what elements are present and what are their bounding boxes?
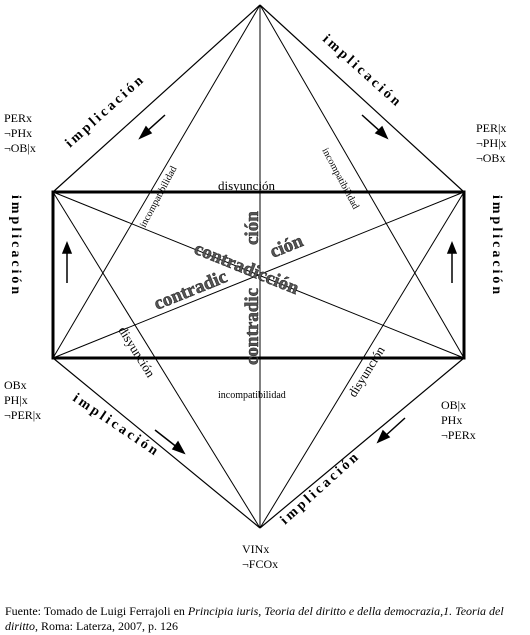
arrow-top-left <box>138 114 166 140</box>
disjunction-label-top: disyunción <box>218 178 276 193</box>
line-top-to-bl <box>52 4 261 359</box>
source-suffix: , Roma: Laterza, 2007, p. 126 <box>35 619 178 633</box>
implication-label-left: implicación <box>8 195 23 297</box>
node-top-left: PERx ¬PHx ¬OB|x <box>4 111 36 155</box>
disjunction-label-right: disyunción <box>345 343 388 400</box>
implication-label-right: implicación <box>489 195 504 297</box>
inner-rectangle <box>51 190 466 360</box>
arrow-right-up <box>446 240 458 283</box>
arrows <box>61 114 458 455</box>
node-bottom-left: OBx PH|x ¬PER|x <box>4 378 42 422</box>
arrow-bottom-right <box>376 417 406 444</box>
edge-top-left <box>52 4 261 193</box>
node-bottom-right: OB|x PHx ¬PERx <box>441 398 476 442</box>
implication-label-bottom-right: implicación <box>278 448 364 528</box>
track-top-left <box>55 10 245 180</box>
line-bottom-to-tr <box>259 191 465 529</box>
edge-bottom-right <box>259 357 465 529</box>
contradiction-labels: contradicción contradic ción contradic c… <box>151 211 307 366</box>
edge-bottom-left <box>52 357 261 529</box>
contradiction-label-c-part1: contradic <box>242 288 263 365</box>
deontic-hexagon-diagram: implicación implicación implicación impl… <box>8 4 504 529</box>
arrow-top-right <box>361 114 389 140</box>
arrow-left-up <box>61 240 73 283</box>
contradiction-label-b-part1: contradic <box>151 266 230 314</box>
edge-top-right <box>259 4 465 193</box>
source-caption: Fuente: Tomado de Luigi Ferrajoli en Pri… <box>5 604 529 634</box>
incompatibility-label-bottom: incompatibilidad <box>218 390 286 401</box>
node-bottom: VINx ¬FCOx <box>242 542 279 571</box>
disjunction-label-left: disyunción <box>115 324 158 381</box>
line-top-to-br <box>259 4 465 359</box>
incompatibility-label-top-right: incompatibilidad <box>319 146 361 211</box>
outer-frame <box>52 4 465 529</box>
source-prefix: : Tomado de Luigi Ferrajoli en <box>37 604 188 618</box>
node-top-right: PER|x ¬PH|x ¬OBx <box>476 121 507 165</box>
internal-lines <box>52 4 465 529</box>
arrow-bottom-left <box>154 429 186 455</box>
source-label: Fuente <box>5 604 38 618</box>
source-work-title: Principia iuris, Teoria del diritto e de… <box>5 604 504 633</box>
implication-label-bottom-left: implicación <box>70 391 163 461</box>
contradiction-label-c-part2: ción <box>242 211 263 245</box>
implication-label-top-left: implicación <box>63 71 149 151</box>
line-bottom-to-tl <box>52 191 261 529</box>
line-diag-tr-bl <box>52 191 465 359</box>
incompatibility-label-top-left: incompatibilidad <box>138 164 180 229</box>
